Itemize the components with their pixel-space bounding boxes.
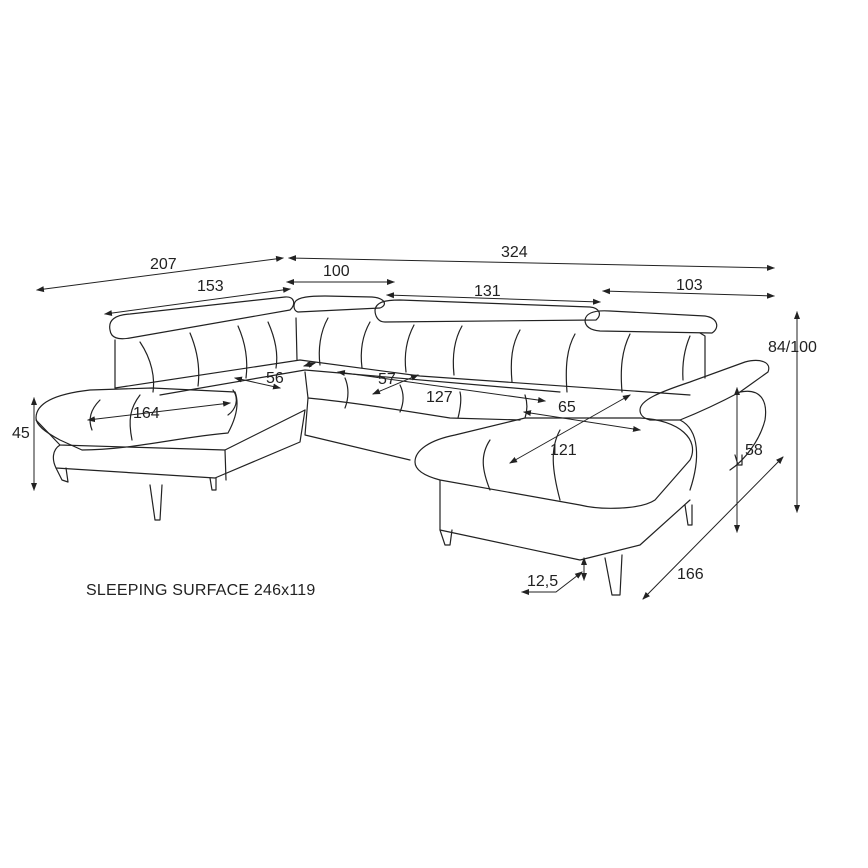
dim-right-total-width: 324 <box>501 244 528 261</box>
left-chaise <box>35 387 306 521</box>
dim-left-headrest-width: 153 <box>197 278 224 295</box>
backrest <box>114 317 706 393</box>
dim-overall-height: 84/100 <box>768 339 817 356</box>
dim-middle-seat-depth: 57 <box>378 371 396 388</box>
dim-right-headrest-width: 103 <box>676 277 703 294</box>
dim-corner-headrest-width: 100 <box>323 263 350 280</box>
dim-armrest-height: 58 <box>745 442 763 459</box>
dim-right-chaise-depth: 166 <box>677 566 704 583</box>
sleeping-surface-caption: SLEEPING SURFACE 246x119 <box>86 582 316 599</box>
dim-seat-height: 45 <box>12 425 30 442</box>
right-armrest <box>639 359 770 491</box>
dim-right-chaise-length: 121 <box>550 442 577 459</box>
dimension-lines <box>31 255 800 600</box>
headrests <box>109 295 718 340</box>
dim-middle-headrest-width: 131 <box>474 283 501 300</box>
dim-right-seat-depth: 65 <box>558 399 576 416</box>
dim-left-chaise-length: 164 <box>133 405 160 422</box>
dim-leg-height: 12,5 <box>527 573 559 590</box>
dim-middle-seat-width: 127 <box>426 389 453 406</box>
dim-left-seat-depth: 56 <box>266 370 284 387</box>
dim-left-total-width: 207 <box>150 256 177 273</box>
